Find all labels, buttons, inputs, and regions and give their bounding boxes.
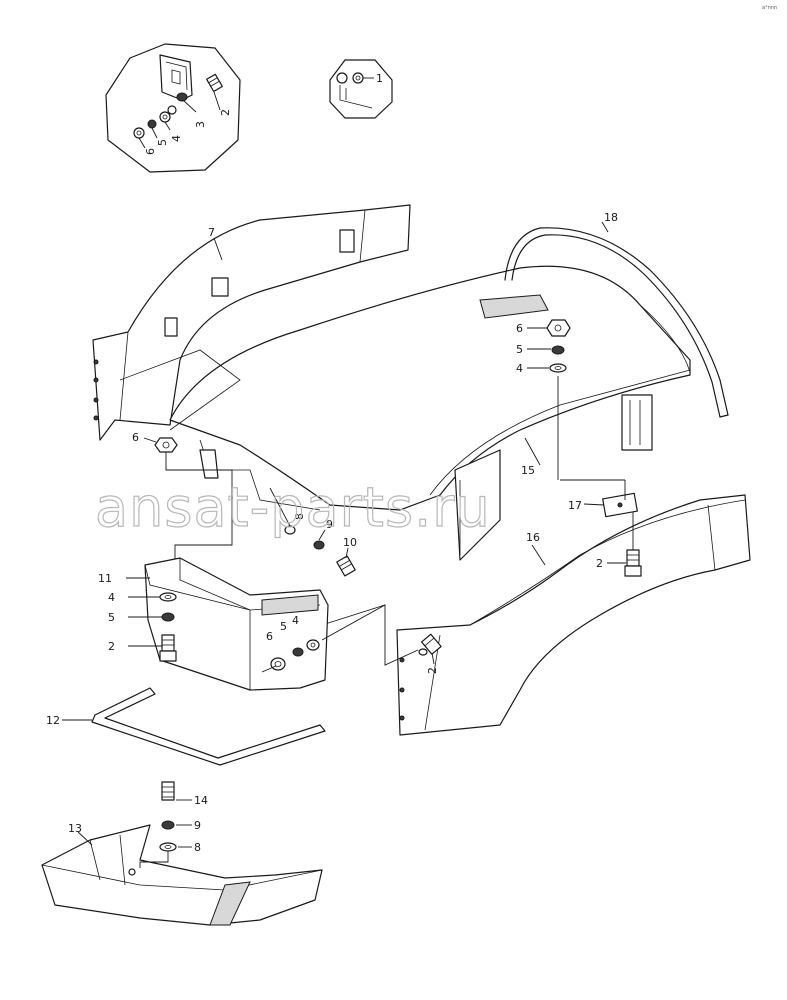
callout-17: 17 bbox=[568, 499, 582, 512]
callout-18: 18 bbox=[604, 211, 618, 224]
left-nut bbox=[143, 437, 233, 570]
front-bumper bbox=[144, 557, 386, 691]
right-fender bbox=[396, 492, 751, 736]
hood-fastener-stack bbox=[527, 319, 571, 480]
corner-mark: a°nnn bbox=[762, 5, 777, 11]
callout-6: 6 bbox=[266, 630, 273, 643]
bolt-washer-set bbox=[269, 487, 356, 577]
lower-guard bbox=[41, 824, 323, 926]
guard-fastener-stack bbox=[139, 781, 192, 868]
callout-9: 9 bbox=[194, 819, 201, 832]
callout-14: 14 bbox=[194, 794, 208, 807]
callout-2: 2 bbox=[426, 667, 439, 674]
callout-5: 5 bbox=[156, 139, 169, 146]
callout-8: 8 bbox=[194, 841, 201, 854]
left-side-cover bbox=[92, 204, 411, 441]
callout-6: 6 bbox=[132, 431, 139, 444]
callout-11: 11 bbox=[98, 572, 112, 585]
callout-4: 4 bbox=[516, 362, 523, 375]
callout-2: 2 bbox=[596, 557, 603, 570]
callout-8: 8 bbox=[293, 513, 306, 520]
detail-view-bracket bbox=[105, 43, 241, 173]
callout-13: 13 bbox=[68, 822, 82, 835]
bumper-fastener-stack bbox=[128, 592, 177, 662]
seal-strip bbox=[504, 227, 729, 418]
callout-9: 9 bbox=[326, 518, 333, 531]
callout-4: 4 bbox=[292, 614, 299, 627]
callout-1: 1 bbox=[376, 72, 383, 85]
callout-7: 7 bbox=[208, 226, 215, 239]
callout-6: 6 bbox=[144, 148, 157, 155]
callout-15: 15 bbox=[521, 464, 535, 477]
callout-10: 10 bbox=[343, 536, 357, 549]
callout-2: 2 bbox=[108, 640, 115, 653]
callout-4: 4 bbox=[170, 135, 183, 142]
callout-2: 2 bbox=[219, 109, 232, 116]
callout-5: 5 bbox=[516, 343, 523, 356]
detail-view-fastener bbox=[329, 59, 393, 119]
callout-4: 4 bbox=[108, 591, 115, 604]
watermark: ansat-parts.ru bbox=[95, 476, 491, 539]
fender-bolt bbox=[607, 512, 642, 577]
fender-side-bolt bbox=[321, 604, 442, 666]
callout-16: 16 bbox=[526, 531, 540, 544]
callout-5: 5 bbox=[108, 611, 115, 624]
callout-3: 3 bbox=[194, 121, 207, 128]
callout-12: 12 bbox=[46, 714, 60, 727]
bumper-seal bbox=[91, 687, 326, 766]
callout-5: 5 bbox=[280, 620, 287, 633]
callout-6: 6 bbox=[516, 322, 523, 335]
